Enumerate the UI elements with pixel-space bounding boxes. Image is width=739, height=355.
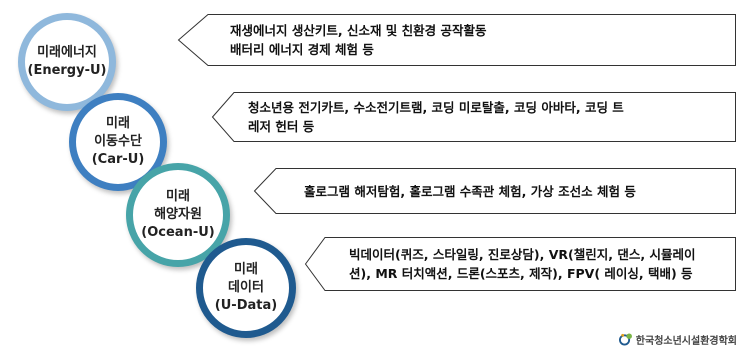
logo-mark-icon [619, 333, 632, 346]
circle-label-line: 미래에너지 [37, 45, 97, 60]
logo-name: 한국청소년시설환경학회 [635, 335, 737, 347]
callout-text-line: 션), MR 터치액션, 드론(스포츠, 제작), FPV( 레이싱, 택배) … [349, 266, 693, 281]
circle-u-data: 미래 데이터 (U-Data) [196, 238, 296, 338]
circle-label-line: (U-Data) [214, 298, 278, 313]
circle-car-u: 미래 이동수단 (Car-U) [69, 93, 167, 191]
circle-label-line: 미래 [234, 262, 258, 277]
circle-energy-u: 미래에너지 (Energy-U) [18, 13, 116, 111]
circle-label-line: (Ocean-U) [141, 225, 215, 240]
circle-label-line: (Car-U) [91, 152, 145, 167]
callout-frame [211, 92, 736, 142]
callout-text-line: 배터리 에너지 경제 체험 등 [230, 42, 374, 57]
callout-text-line: 재생에너지 생산키트, 신소재 및 친환경 공작활동 [230, 23, 487, 38]
callout-u-data: 빅데이터(퀴즈, 스타일링, 진로상담), VR(챌린지, 댄스, 시뮬레이 션… [304, 237, 736, 291]
circle-label-line: (Energy-U) [27, 63, 107, 78]
callout-text-line: 홀로그램 해저탐험, 홀로그램 수족관 체험, 가상 조선소 체험 등 [304, 183, 636, 199]
callout-text-line: 레저 헌터 등 [248, 119, 315, 134]
callout-ocean-u: 홀로그램 해저탐험, 홀로그램 수족관 체험, 가상 조선소 체험 등 [253, 168, 736, 214]
circle-label-line: 미래 [106, 116, 130, 131]
circle-label-line: 미래 [166, 189, 190, 204]
organization-logo: 한국청소년시설환경학회 [619, 327, 737, 351]
callout-text-line: 청소년용 전기카트, 수소전기트램, 코딩 미로탈출, 코딩 아바타, 코딩 트 [248, 100, 624, 115]
callout-frame [177, 14, 736, 66]
circle-label-line: 이동수단 [94, 134, 142, 149]
callout-energy-u: 재생에너지 생산키트, 신소재 및 친환경 공작활동 배터리 에너지 경제 체험… [177, 14, 736, 66]
circle-ocean-u: 미래 해양자원 (Ocean-U) [126, 163, 230, 267]
callout-frame [253, 168, 736, 214]
circle-label-line: 해양자원 [154, 207, 202, 222]
callout-car-u: 청소년용 전기카트, 수소전기트램, 코딩 미로탈출, 코딩 아바타, 코딩 트… [211, 92, 736, 142]
callout-text-line: 빅데이터(퀴즈, 스타일링, 진로상담), VR(챌린지, 댄스, 시뮬레이 [349, 247, 696, 262]
circle-label-line: 데이터 [228, 280, 264, 295]
callout-frame [304, 237, 736, 291]
